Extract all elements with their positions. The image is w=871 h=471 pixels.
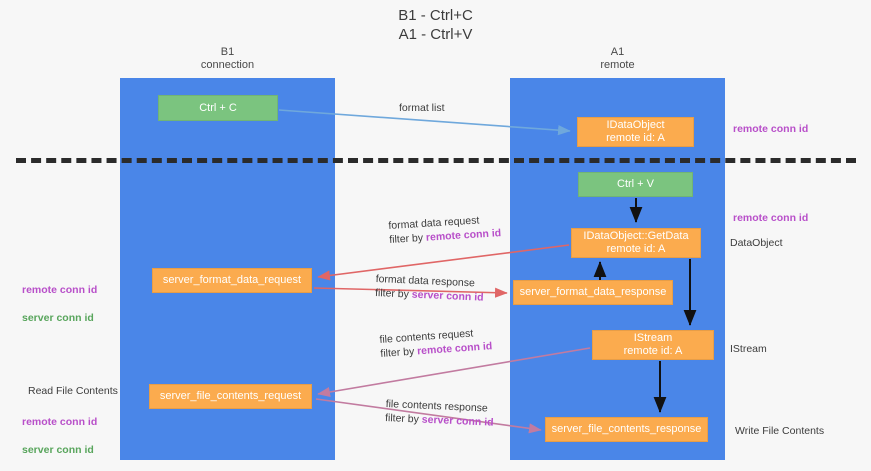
annotation-left-remote-conn-id-bottom: remote conn id	[22, 416, 98, 428]
edge-label-format-data-response: format data response filter by server co…	[375, 272, 485, 305]
node-server-file-contents-request[interactable]: server_file_contents_request	[149, 384, 312, 409]
server-conn-id-highlight: server conn id	[421, 413, 494, 429]
server-conn-id-highlight: server conn id	[411, 288, 484, 304]
annotation-left-server-conn-id-bottom: server conn id	[22, 444, 94, 456]
annotation-remote-conn-id-mid: remote conn id	[733, 212, 809, 224]
column-header-a1: A1 remote	[600, 46, 635, 71]
edge-format-data-request	[317, 244, 570, 281]
annotation-dataobject: DataObject	[730, 237, 783, 249]
annotation-write-file-contents: Write File Contents	[735, 425, 825, 437]
edge-file-contents-request	[317, 347, 591, 398]
annotation-left-conn-ids-bottom: remote conn id server conn id	[22, 401, 97, 471]
filter-by-prefix: filter by	[374, 286, 413, 301]
annotation-left-conn-ids-mid: remote conn id server conn id	[22, 269, 97, 339]
filter-by-prefix: filter by	[380, 345, 418, 360]
node-idataobject[interactable]: IDataObject remote id: A	[577, 117, 694, 147]
node-idataobject-getdata[interactable]: IDataObject::GetData remote id: A	[571, 228, 701, 258]
edge-label-format-list-line1: format list	[399, 102, 445, 114]
annotation-read-file-contents: Read File Contents	[28, 385, 118, 397]
node-istream[interactable]: IStream remote id: A	[592, 330, 714, 360]
filter-by-prefix: filter by	[384, 411, 423, 426]
node-server-format-data-response[interactable]: server_format_data_response	[513, 280, 673, 305]
diagram-title: B1 - Ctrl+C A1 - Ctrl+V	[398, 7, 473, 43]
node-server-file-contents-response[interactable]: server_file_contents_response	[545, 417, 708, 442]
column-header-b1: B1 connection	[200, 46, 255, 71]
annotation-istream: IStream	[730, 343, 767, 355]
edge-file-contents-response	[315, 398, 542, 434]
edge-label-format-list: format list	[399, 101, 445, 115]
edge-label-file-contents-response: file contents response filter by server …	[385, 397, 495, 430]
phase-divider	[16, 158, 856, 163]
annotation-left-remote-conn-id-mid: remote conn id	[22, 284, 98, 296]
node-server-format-data-request[interactable]: server_format_data_request	[152, 268, 312, 293]
node-ctrl-v[interactable]: Ctrl + V	[578, 172, 693, 197]
edge-format-data-response	[313, 287, 508, 298]
edge-format-list	[278, 109, 571, 136]
filter-by-prefix: filter by	[388, 231, 427, 246]
annotation-remote-conn-id-top: remote conn id	[733, 123, 809, 135]
annotation-left-server-conn-id-mid: server conn id	[22, 312, 94, 324]
node-ctrl-c[interactable]: Ctrl + C	[158, 95, 278, 121]
